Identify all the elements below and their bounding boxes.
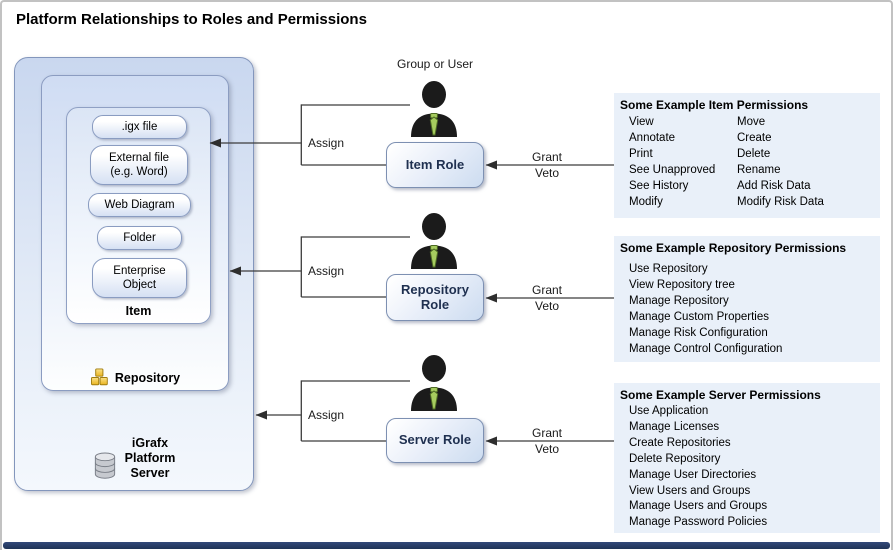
- item-label: Item: [125, 304, 152, 318]
- item-role-box: Item Role: [386, 142, 484, 188]
- permission-item: Manage Licenses: [629, 420, 720, 433]
- platform-server-label-row: iGrafx Platform Server: [15, 436, 253, 481]
- grant-label: Grant: [531, 426, 562, 440]
- assign-label: Assign: [308, 264, 345, 278]
- permission-list: Use Application Manage Licenses Create R…: [629, 404, 767, 531]
- item-type-external-file: External file (e.g. Word): [90, 145, 188, 185]
- assign-label: Assign: [308, 408, 345, 422]
- item-permissions-panel: Some Example Item Permissions View Annot…: [614, 93, 880, 218]
- repository-role-box: Repository Role: [386, 274, 484, 321]
- veto-label: Veto: [534, 299, 560, 313]
- permission-item: See Unapproved: [629, 163, 716, 176]
- permission-list: Use Repository View Repository tree Mana…: [629, 262, 782, 357]
- platform-server-container: .igx file External file (e.g. Word) Web …: [14, 57, 254, 491]
- stacked-cubes-icon: [90, 368, 109, 387]
- permission-item: Manage Users and Groups: [629, 500, 768, 513]
- page-title: Platform Relationships to Roles and Perm…: [16, 11, 367, 28]
- window-bottom-bar: [3, 542, 890, 549]
- permission-item: View Users and Groups: [629, 484, 751, 497]
- item-type-igx-file: .igx file: [92, 115, 187, 139]
- grant-veto-label: Grant Veto: [507, 282, 587, 314]
- permission-item: Delete: [737, 147, 771, 160]
- permission-list: View Annotate Print See Unapproved See H…: [629, 115, 715, 210]
- permission-item: Modify: [629, 195, 663, 208]
- grant-label: Grant: [531, 150, 562, 164]
- panel-title: Some Example Server Permissions: [620, 388, 821, 402]
- permission-list: Move Create Delete Rename Add Risk Data …: [737, 115, 824, 210]
- server-permissions-panel: Some Example Server Permissions Use Appl…: [614, 383, 880, 533]
- permission-item: View Repository tree: [629, 278, 735, 291]
- person-icon: [409, 212, 459, 269]
- server-role-box: Server Role: [386, 418, 484, 463]
- platform-server-label: iGrafx Platform Server: [124, 436, 176, 480]
- permission-item: Move: [737, 116, 766, 128]
- person-icon: [409, 80, 459, 137]
- group-or-user-label: Group or User: [396, 57, 474, 71]
- item-type-web-diagram: Web Diagram: [88, 193, 191, 217]
- database-icon: [93, 452, 117, 479]
- permission-item: Manage User Directories: [629, 468, 757, 481]
- repository-label: Repository: [114, 370, 181, 385]
- permission-item: Delete Repository: [629, 452, 721, 465]
- veto-label: Veto: [534, 442, 560, 456]
- permission-item: Modify Risk Data: [737, 195, 824, 208]
- grant-veto-label: Grant Veto: [507, 149, 587, 181]
- permission-item: Use Repository: [629, 263, 708, 275]
- grant-label: Grant: [531, 283, 562, 297]
- veto-label: Veto: [534, 166, 560, 180]
- permission-item: Add Risk Data: [737, 179, 811, 192]
- permission-item: See History: [629, 179, 689, 192]
- permission-item: Manage Control Configuration: [629, 342, 783, 355]
- grant-veto-label: Grant Veto: [507, 425, 587, 457]
- permission-item: Annotate: [629, 131, 676, 144]
- permission-item: Manage Repository: [629, 294, 729, 307]
- repository-permissions-panel: Some Example Repository Permissions Use …: [614, 236, 880, 362]
- panel-title: Some Example Item Permissions: [620, 98, 809, 112]
- permission-item: Print: [629, 147, 653, 160]
- permission-item: Manage Custom Properties: [629, 310, 769, 323]
- item-type-folder: Folder: [97, 226, 182, 250]
- permission-item: Create: [737, 131, 772, 144]
- permission-item: Manage Password Policies: [629, 516, 768, 529]
- repository-container: .igx file External file (e.g. Word) Web …: [41, 75, 229, 391]
- person-icon: [409, 354, 459, 411]
- permission-item: Manage Risk Configuration: [629, 326, 768, 339]
- panel-title: Some Example Repository Permissions: [620, 241, 847, 255]
- repository-label-row: Repository: [42, 368, 228, 387]
- assign-label: Assign: [308, 136, 345, 150]
- item-container: .igx file External file (e.g. Word) Web …: [66, 107, 211, 324]
- permission-item: Use Application: [629, 405, 709, 417]
- permission-item: View: [629, 116, 654, 128]
- permission-item: Create Repositories: [629, 436, 731, 449]
- item-type-enterprise-object: Enterprise Object: [92, 258, 187, 298]
- permission-item: Rename: [737, 163, 781, 176]
